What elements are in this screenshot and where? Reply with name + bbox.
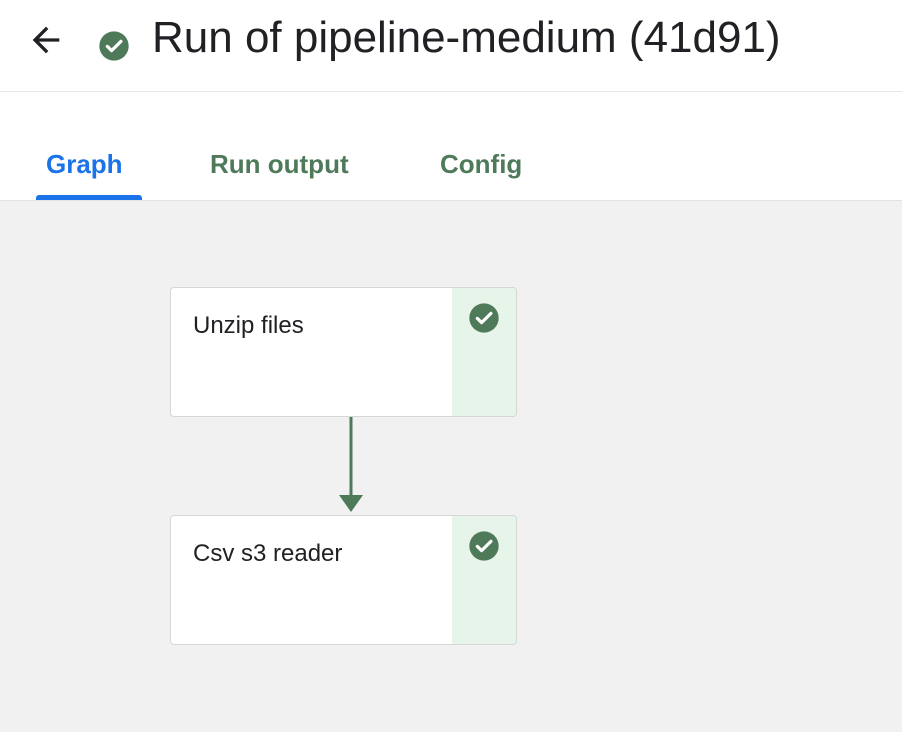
check-circle-icon	[469, 303, 499, 333]
active-tab-indicator	[36, 195, 142, 200]
graph-edge-arrow	[339, 417, 363, 512]
page-title: Run of pipeline-medium (41d91)	[152, 13, 781, 62]
tab-config[interactable]: Config	[440, 149, 523, 179]
node-label: Csv s3 reader	[193, 540, 343, 567]
graph-node-csv-s3-reader[interactable]: Csv s3 reader	[170, 515, 517, 645]
check-circle-icon	[99, 31, 129, 61]
tab-run-output[interactable]: Run output	[210, 149, 349, 179]
tab-graph[interactable]: Graph	[46, 149, 123, 179]
node-status-panel	[452, 516, 516, 644]
graph-canvas[interactable]: Unzip files Csv s3 reader	[0, 201, 902, 732]
check-circle-icon	[469, 531, 499, 561]
tab-bar: Graph Run output Config	[0, 93, 902, 201]
arrow-left-icon	[32, 26, 60, 54]
back-button[interactable]	[22, 16, 70, 64]
node-label: Unzip files	[193, 312, 304, 339]
node-status-panel	[452, 288, 516, 416]
graph-node-unzip-files[interactable]: Unzip files	[170, 287, 517, 417]
page-header: Run of pipeline-medium (41d91)	[0, 0, 902, 92]
